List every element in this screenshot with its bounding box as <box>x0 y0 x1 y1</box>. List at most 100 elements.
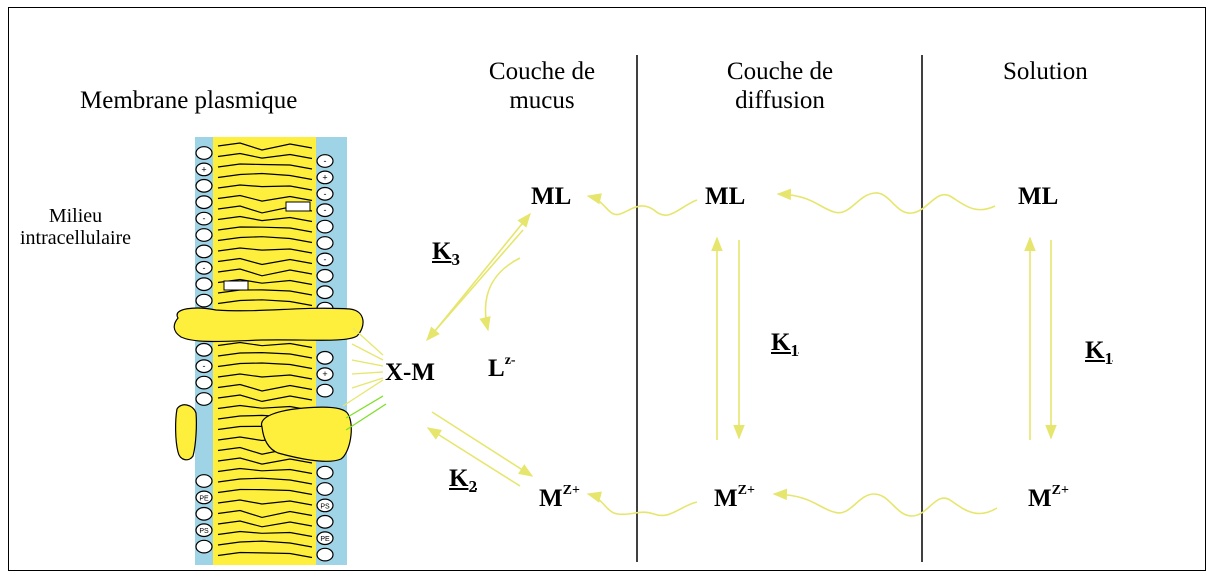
phospholipid-head-mark: - <box>203 214 206 224</box>
lipid-tail-line <box>217 499 313 506</box>
phospholipid-head: - <box>316 186 334 201</box>
intracellular-label: Milieu intracellulaire <box>20 205 131 249</box>
phospholipid-head <box>316 236 334 250</box>
membrane-protein-inner <box>175 404 197 461</box>
k2-reverse-arrow <box>426 427 521 487</box>
phospholipid-head-mark: + <box>201 164 206 174</box>
ml-transport-arrow-1 <box>586 193 698 216</box>
ml-diffusion: ML <box>705 183 746 210</box>
phospholipid-head-mark: PE <box>199 495 209 502</box>
lipid-tail-line <box>217 215 313 223</box>
k2-subscript: 2 <box>468 477 477 496</box>
phospholipid-head <box>195 539 213 554</box>
phospholipid-head <box>316 268 334 283</box>
lipid-tail-line <box>217 488 313 496</box>
phospholipid-head <box>195 392 213 406</box>
phospholipid-head-mark: + <box>322 172 327 182</box>
lipid-tail-line <box>217 394 313 403</box>
phospholipid-head: PE <box>195 490 213 505</box>
phospholipid-head <box>195 228 213 242</box>
metal-ion-mucus-symbol: M <box>539 485 563 512</box>
k3-reverse-arrow <box>426 229 524 342</box>
lipid-tail-line <box>217 142 313 151</box>
lipid-tail-line <box>217 163 313 170</box>
membrane-protein-outer <box>261 406 352 462</box>
lipid-tail-line <box>217 404 313 412</box>
lipid-tail-line <box>217 540 313 548</box>
free-ligand: Lz- <box>488 353 516 383</box>
phospholipid-head-mark: + <box>322 369 327 379</box>
lipid-tail-line <box>217 184 313 191</box>
lipid-tail-line <box>217 341 313 349</box>
diagram-frame <box>8 7 1206 571</box>
mucus-layer-label-line2: mucus <box>509 86 575 114</box>
xm-complex: X-M <box>385 359 435 386</box>
metal-ion-diffusion-symbol: M <box>714 485 738 512</box>
metal-ion-mucus-charge: Z+ <box>562 483 580 498</box>
phospholipid-head <box>316 547 334 562</box>
membrane-protein-transversal <box>173 307 364 343</box>
k2-symbol: K <box>449 465 469 492</box>
phospholipid-head <box>195 195 213 210</box>
metal-ion-solution: MZ+ <box>1028 483 1069 513</box>
phospholipid-head: PE <box>316 531 334 546</box>
k1-solution-constant: K1 <box>1085 337 1113 369</box>
k3-symbol: K <box>432 238 452 265</box>
lipid-tail-line <box>217 551 313 559</box>
diffusion-layer-label: Couche de diffusion <box>690 58 870 116</box>
free-ligand-charge: z- <box>504 353 516 368</box>
phospholipid-head-mark: - <box>203 361 206 371</box>
k2-constant: K2 <box>449 465 477 497</box>
phospholipid-head <box>316 482 334 496</box>
lipid-tail-line <box>217 194 313 202</box>
phospholipid-head: - <box>316 203 334 218</box>
phospholipid-head-mark: - <box>324 254 327 264</box>
lipid-tail-line <box>217 247 313 254</box>
ml-solution: ML <box>1018 183 1059 210</box>
phospholipid-head <box>316 383 334 398</box>
diffusion-layer-label-line2: diffusion <box>735 86 825 114</box>
lipid-tail-line <box>217 351 313 359</box>
phospholipid-head: PS <box>195 523 213 538</box>
lipid-tail-line <box>217 226 313 233</box>
phospholipid-head <box>316 350 334 365</box>
lipid-tail-line <box>217 289 313 296</box>
phospholipid-head-mark: - <box>324 189 327 199</box>
solution-layer-label: Solution <box>1003 58 1088 85</box>
ligand-release-arrow <box>479 257 521 332</box>
phospholipid-head: + <box>316 170 334 185</box>
ml-mucus: ML <box>531 183 572 210</box>
phospholipid-head <box>195 277 213 292</box>
phospholipid-head: - <box>316 252 334 267</box>
diffusion-layer-label-line1: Couche de <box>726 58 834 85</box>
lipid-tail-line <box>217 530 313 538</box>
reaction-arrows <box>426 188 1057 517</box>
ml-transport-arrow-2 <box>776 188 996 214</box>
phospholipid-head-mark: - <box>324 205 327 215</box>
binding-lines <box>342 327 387 431</box>
metal-ion-diffusion: MZ+ <box>714 483 755 513</box>
metal-ion-solution-charge: Z+ <box>1051 483 1069 498</box>
phospholipid-head-mark: - <box>203 263 206 273</box>
lipid-tail-line <box>217 152 313 160</box>
lipid-tail-line <box>217 257 313 266</box>
intracellular-label-line1: Milieu <box>48 205 103 227</box>
m-transport-arrow-1 <box>586 491 698 517</box>
lipid-tail-line <box>217 362 313 370</box>
phospholipid-head-mark: PS <box>199 528 209 535</box>
lipid-tail-line <box>217 268 313 277</box>
lipid-tail-line <box>217 373 313 380</box>
k2-forward-arrow <box>431 411 534 477</box>
lipid-tail-line <box>217 477 313 485</box>
intracellular-label-line2: intracellulaire <box>20 227 132 249</box>
lipid-tail-line <box>217 299 313 307</box>
mucus-layer-label-line1: Couche de <box>488 58 596 85</box>
k1-diffusion-subscript: 1 <box>790 341 799 360</box>
phospholipid-head: - <box>195 260 213 275</box>
k1-diffusion-constant: K1 <box>771 329 799 361</box>
phospholipid-head <box>316 465 334 480</box>
k3-constant: K3 <box>432 238 460 270</box>
membrane-label: Membrane plasmique <box>80 87 298 114</box>
k1-diffusion-symbol: K <box>771 329 791 356</box>
